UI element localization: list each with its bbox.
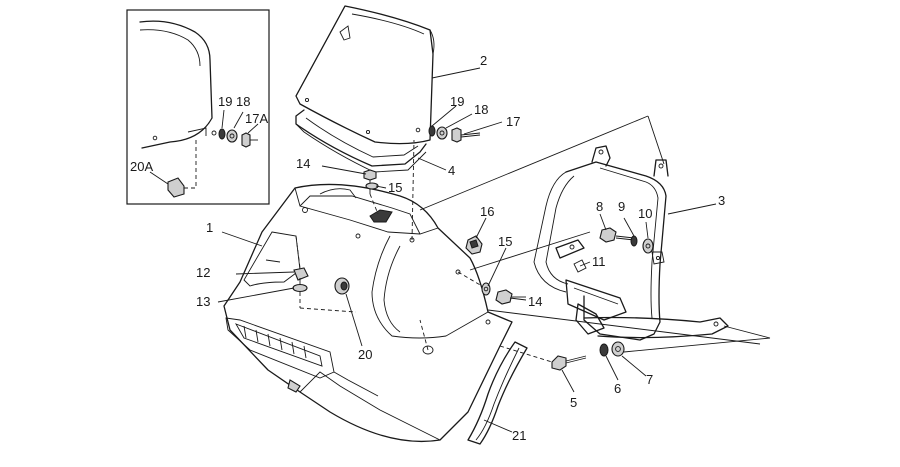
callout-6: 6 [614, 381, 621, 396]
callout-1: 1 [206, 220, 213, 235]
callout-5: 5 [570, 395, 577, 410]
callout-18-inset: 18 [236, 94, 250, 109]
callout-20: 20 [358, 347, 372, 362]
callout-2: 2 [480, 53, 487, 68]
callout-21: 21 [512, 428, 526, 443]
windshield-trim-part [295, 109, 427, 173]
callout-9: 9 [618, 199, 625, 214]
side-trim-strip-part [467, 341, 528, 445]
callout-16: 16 [480, 204, 494, 219]
hardware-parts [292, 125, 654, 371]
callout-17A-inset: 17A [245, 111, 268, 126]
assembly-lines [295, 115, 771, 363]
callout-19-inset: 19 [218, 94, 232, 109]
callout-3: 3 [718, 193, 725, 208]
callout-labels: 1 2 3 4 5 6 7 8 9 10 11 12 13 14 14 15 1… [130, 53, 725, 443]
callout-17: 17 [506, 114, 520, 129]
callout-4: 4 [448, 163, 455, 178]
callout-15-right: 15 [498, 234, 512, 249]
callout-14-right: 14 [528, 294, 542, 309]
callout-12: 12 [196, 265, 210, 280]
callout-19-top: 19 [450, 94, 464, 109]
callout-8: 8 [596, 199, 603, 214]
callout-14-top: 14 [296, 156, 310, 171]
windshield-part [295, 5, 435, 145]
callout-11: 11 [592, 254, 606, 269]
callout-10: 10 [638, 206, 652, 221]
callout-15-top: 15 [388, 180, 402, 195]
front-fairing-part [223, 183, 513, 443]
mounting-frame-part [533, 145, 729, 341]
callout-13: 13 [196, 294, 210, 309]
callout-20A-inset: 20A [130, 159, 153, 174]
inset-detail [126, 9, 270, 205]
callout-7: 7 [646, 372, 653, 387]
callout-18-top: 18 [474, 102, 488, 117]
leader-lines [217, 67, 717, 433]
